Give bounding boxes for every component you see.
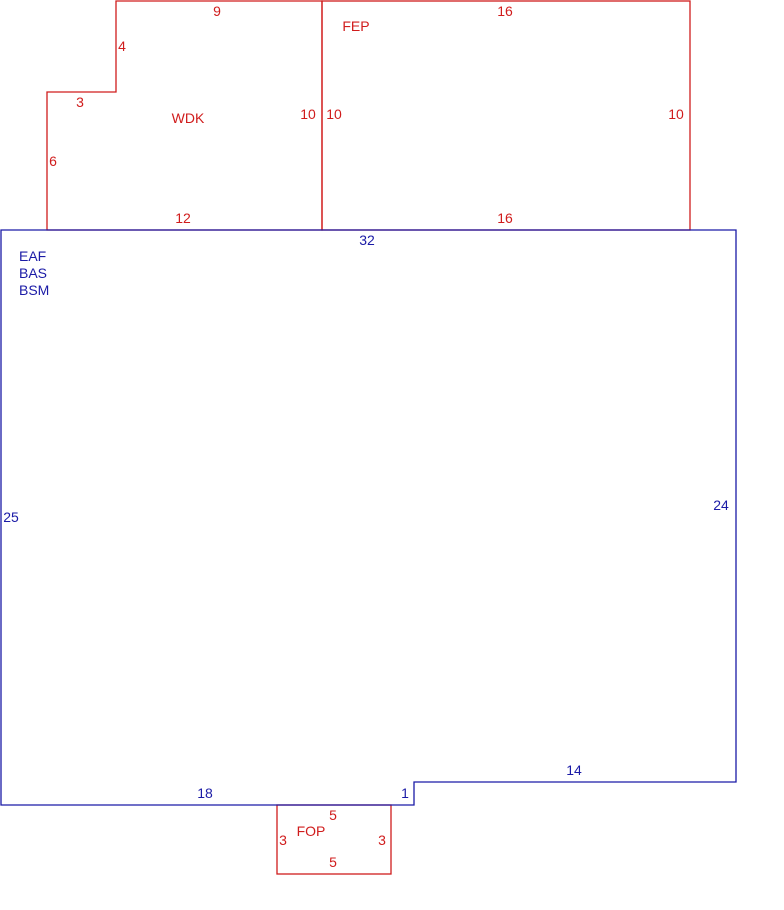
main-code-bsm: BSM bbox=[19, 282, 49, 298]
fep-area-label: FEP bbox=[342, 18, 369, 34]
wdk-dim-right: 10 bbox=[300, 106, 316, 122]
main-dim-step: 1 bbox=[401, 785, 409, 801]
wdk-area-label: WDK bbox=[172, 110, 205, 126]
main-code-bas: BAS bbox=[19, 265, 47, 281]
fop-dim-right: 3 bbox=[378, 832, 386, 848]
fep-outline bbox=[321, 0, 691, 231]
main-dim-left: 25 bbox=[3, 509, 19, 525]
wdk-dim-left-upper: 4 bbox=[118, 38, 126, 54]
fep-dim-right: 10 bbox=[668, 106, 684, 122]
wdk-dim-top: 9 bbox=[213, 3, 221, 19]
fep-dim-left: 10 bbox=[326, 106, 342, 122]
fop-dim-top: 5 bbox=[329, 807, 337, 823]
main-dim-top: 32 bbox=[359, 232, 375, 248]
fop-area-label: FOP bbox=[297, 823, 326, 839]
main-dwelling-outline bbox=[0, 229, 737, 806]
main-dim-bottom-right: 14 bbox=[566, 762, 582, 778]
fep-dim-top: 16 bbox=[497, 3, 513, 19]
fep-dim-bottom: 16 bbox=[497, 210, 513, 226]
fop-dim-bottom: 5 bbox=[329, 854, 337, 870]
fop-dim-left: 3 bbox=[279, 832, 287, 848]
main-dim-bottom-left: 18 bbox=[197, 785, 213, 801]
wdk-dim-bottom: 12 bbox=[175, 210, 191, 226]
main-code-eaf: EAF bbox=[19, 248, 46, 264]
wdk-dim-step: 3 bbox=[76, 94, 84, 110]
wdk-dim-left-lower: 6 bbox=[49, 153, 57, 169]
main-dim-right: 24 bbox=[713, 497, 729, 513]
